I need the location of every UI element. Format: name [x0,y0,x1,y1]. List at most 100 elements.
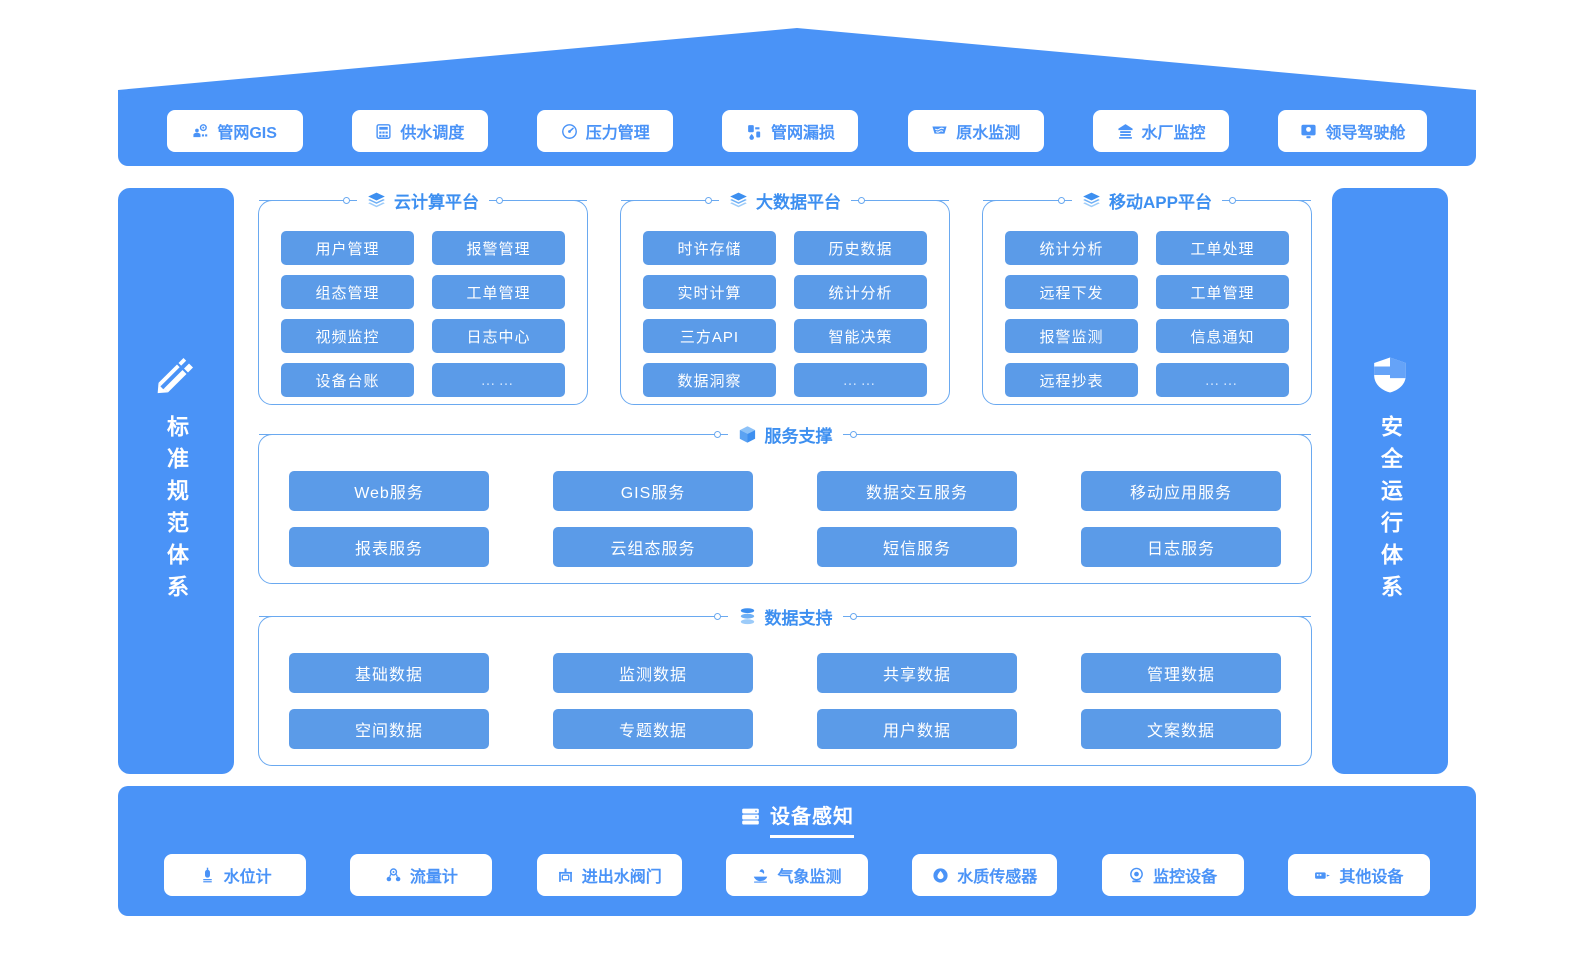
shield-icon [1374,357,1406,393]
platform-chip[interactable]: 远程下发 [1005,275,1138,309]
platform-chip[interactable]: 智能决策 [794,319,927,353]
platform-chip[interactable]: 工单处理 [1156,231,1289,265]
data-chip[interactable]: 监测数据 [553,653,753,693]
roof-shape [118,28,1476,108]
service-chip[interactable]: 短信服务 [817,527,1017,567]
data-chip[interactable]: 空间数据 [289,709,489,749]
platform-chip[interactable]: 时许存储 [643,231,776,265]
platform-chip[interactable]: 日志中心 [432,319,565,353]
platform-item-grid: 用户管理 报警管理 组态管理 工单管理 视频监控 日志中心 设备台账 …… [281,231,565,397]
data-chip[interactable]: 基础数据 [289,653,489,693]
header-line-right [872,199,949,202]
nav-item-pipe-leakage[interactable]: 管网漏损 [722,110,859,152]
service-item-grid: Web服务 GIS服务 数据交互服务 移动应用服务 报表服务 云组态服务 短信服… [289,471,1281,567]
nav-item-label: 领导驾驶舱 [1325,125,1406,142]
data-chip[interactable]: 文案数据 [1081,709,1281,749]
device-item-label: 其他设备 [1339,869,1404,886]
platform-chip[interactable]: 用户管理 [281,231,414,265]
platform-chip[interactable]: 工单管理 [432,275,565,309]
dashboard-cockpit-icon [1301,124,1316,138]
leakage-icon [748,124,761,140]
platform-chip-more[interactable]: …… [432,363,565,397]
nav-item-water-dispatch[interactable]: 供水调度 [351,110,488,152]
device-item-valve[interactable]: 进出水阀门 [536,854,682,896]
platform-chip[interactable]: 信息通知 [1156,319,1289,353]
device-item-label: 水位计 [223,869,272,886]
nav-item-pipe-network-gis[interactable]: 管网GIS [166,110,303,152]
service-chip[interactable]: GIS服务 [553,471,753,511]
header-line-right [863,615,1311,618]
service-chip[interactable]: 云组态服务 [553,527,753,567]
header-line-left [259,615,707,618]
nav-item-label: 管网漏损 [770,125,835,142]
weather-icon [754,868,768,883]
left-pillar-standards: 标准规范体系 [118,188,234,774]
pressure-gauge-icon [561,123,577,139]
nav-item-label: 原水监测 [956,125,1021,142]
service-chip[interactable]: 数据交互服务 [817,471,1017,511]
ruler-pencil-icon [157,357,193,394]
panel-mobile-app-platform: 移动APP平台 统计分析 工单处理 远程下发 工单管理 报警监测 信息通知 远程… [982,188,1312,405]
platform-chip-more[interactable]: …… [1156,363,1289,397]
header-line-left [259,199,336,202]
nav-item-water-plant-monitoring[interactable]: 水厂监控 [1093,110,1230,152]
device-item-camera[interactable]: 监控设备 [1101,854,1244,896]
device-item-other-device[interactable]: 其他设备 [1287,854,1430,896]
platform-item-grid: 统计分析 工单处理 远程下发 工单管理 报警监测 信息通知 远程抄表 …… [1005,231,1289,397]
panel-cloud-platform: 云计算平台 用户管理 报警管理 组态管理 工单管理 视频监控 日志中心 设备台账… [258,188,588,405]
platform-chip[interactable]: 远程抄表 [1005,363,1138,397]
device-chip-row: 水位计 流量计 [118,854,1476,896]
header-line-left [983,199,1052,202]
data-chip[interactable]: 管理数据 [1081,653,1281,693]
data-chip[interactable]: 用户数据 [817,709,1017,749]
panel-data-support: 数据支持 基础数据 监测数据 共享数据 管理数据 空间数据 专题数据 用户数据 … [258,604,1312,766]
service-chip[interactable]: 报表服务 [289,527,489,567]
device-item-weather-monitoring[interactable]: 气象监测 [726,854,868,896]
device-item-flow-meter[interactable]: 流量计 [350,854,493,896]
data-chip[interactable]: 专题数据 [553,709,753,749]
device-item-label: 水质传感器 [957,869,1038,886]
platform-chip[interactable]: 设备台账 [281,363,414,397]
device-item-label: 气象监测 [777,869,842,886]
platform-chip[interactable]: 统计分析 [1005,231,1138,265]
right-pillar-label: 安全运行体系 [1378,415,1403,607]
data-item-grid: 基础数据 监测数据 共享数据 管理数据 空间数据 专题数据 用户数据 文案数据 [289,653,1281,749]
pipe-network-gis-icon [193,123,208,137]
valve-icon [558,867,572,882]
data-chip[interactable]: 共享数据 [817,653,1017,693]
nav-item-raw-water-monitoring[interactable]: 原水监测 [907,110,1044,152]
service-chip[interactable]: 日志服务 [1081,527,1281,567]
platform-chip-more[interactable]: …… [794,363,927,397]
nav-item-pressure-management[interactable]: 压力管理 [537,110,674,152]
header-line-left [621,199,698,202]
nav-item-label: 供水调度 [400,125,465,142]
nav-item-label: 水厂监控 [1141,125,1206,142]
platform-chip[interactable]: 三方API [643,319,776,353]
panel-bigdata-platform: 大数据平台 时许存储 历史数据 实时计算 统计分析 三方API 智能决策 数据洞… [620,188,950,405]
header-line-right [1242,199,1311,202]
device-item-water-quality-sensor[interactable]: 水质传感器 [912,854,1058,896]
platform-chip[interactable]: 实时计算 [643,275,776,309]
other-device-icon [1315,871,1331,879]
platform-chip[interactable]: 组态管理 [281,275,414,309]
device-item-label: 进出水阀门 [581,869,662,886]
water-level-gauge-icon [202,867,212,882]
service-chip[interactable]: 移动应用服务 [1081,471,1281,511]
service-chip[interactable]: Web服务 [289,471,489,511]
platform-chip[interactable]: 历史数据 [794,231,927,265]
nav-item-label: 管网GIS [217,125,277,142]
platform-chip[interactable]: 报警管理 [432,231,565,265]
nav-item-leadership-cockpit[interactable]: 领导驾驶舱 [1278,110,1428,152]
device-layer-title: 设备感知 [770,800,854,838]
platform-chip[interactable]: 报警监测 [1005,319,1138,353]
device-item-water-level-gauge[interactable]: 水位计 [164,854,307,896]
water-plant-icon [1117,123,1133,139]
platform-chip[interactable]: 统计分析 [794,275,927,309]
platform-chip[interactable]: 工单管理 [1156,275,1289,309]
right-pillar-security: 安全运行体系 [1332,188,1448,774]
application-nav-band: 管网GIS 供水调度 压力管理 [118,96,1476,166]
header-line-right [510,199,587,202]
platform-chip[interactable]: 数据洞察 [643,363,776,397]
platform-chip[interactable]: 视频监控 [281,319,414,353]
